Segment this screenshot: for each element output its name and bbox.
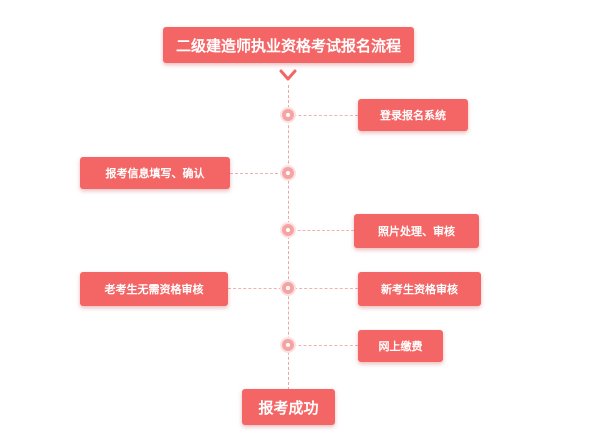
step-payment: 网上缴费 bbox=[358, 330, 443, 362]
connector-login bbox=[288, 115, 358, 116]
vertical-connector bbox=[288, 85, 289, 390]
flow-title: 二级建造师执业资格考试报名流程 bbox=[163, 27, 414, 63]
step-fill-info: 报考信息填写、确认 bbox=[80, 157, 230, 189]
timeline-node bbox=[282, 282, 294, 294]
step-login: 登录报名系统 bbox=[358, 99, 468, 131]
step-photo: 照片处理、审核 bbox=[354, 214, 479, 248]
connector-photo bbox=[288, 230, 354, 231]
connector-payment bbox=[288, 345, 358, 346]
timeline-node bbox=[282, 167, 294, 179]
chevron-down-icon bbox=[279, 69, 297, 81]
timeline-node bbox=[282, 339, 294, 351]
step-new-candidate: 新考生资格审核 bbox=[358, 272, 481, 306]
timeline-node bbox=[282, 224, 294, 236]
timeline-node bbox=[282, 109, 294, 121]
final-success: 报考成功 bbox=[242, 389, 335, 425]
connector-fill-info bbox=[230, 173, 288, 174]
step-old-candidate: 老考生无需资格审核 bbox=[80, 272, 228, 306]
